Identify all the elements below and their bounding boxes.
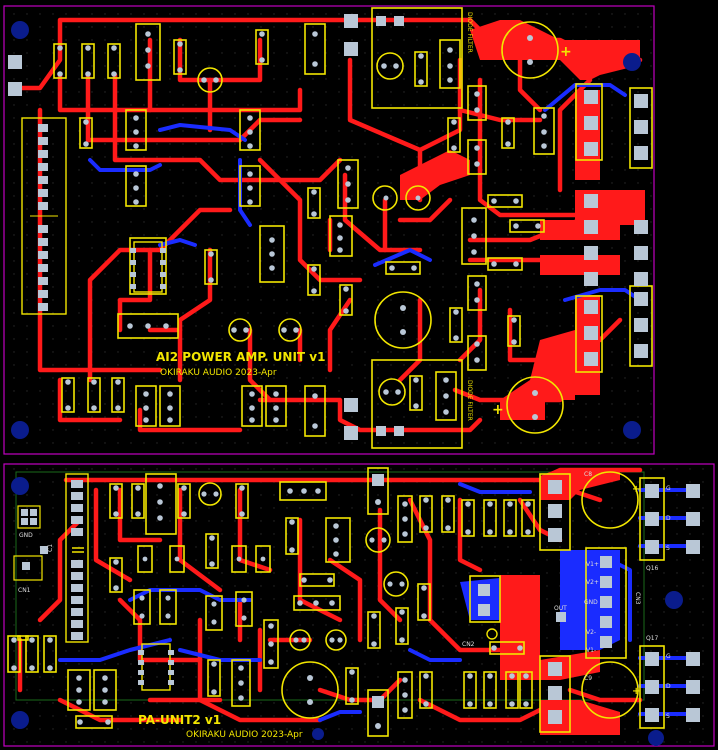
- bottom-label-gnd: GND: [19, 532, 33, 539]
- top-plus-label-1: +: [560, 44, 572, 60]
- bottom-label-s2: S: [666, 713, 670, 720]
- bottom-label-s1: S: [666, 545, 670, 552]
- bottom-label-d1: D: [666, 515, 671, 522]
- top-diode-filter-label-1: DIODE FILTER: [466, 12, 473, 53]
- top-capacitors: [197, 21, 564, 434]
- bottom-label-v2m: V2-: [586, 629, 596, 636]
- bottom-plus-label-a: +: [632, 484, 640, 495]
- bottom-resistors: [7, 467, 535, 737]
- bottom-label-v1p: V1+: [586, 561, 599, 568]
- top-edge-pads: [8, 14, 358, 440]
- top-component-pads: [57, 31, 547, 429]
- top-square-pads: [376, 16, 648, 436]
- bottom-label-cn2: CN2: [462, 641, 475, 648]
- top-board-title: AI2 POWER AMP. UNIT v1: [156, 350, 325, 364]
- bottom-capacitors: [198, 471, 639, 719]
- bottom-label-d2: D: [666, 683, 671, 690]
- bottom-label-c9: C9: [584, 675, 592, 682]
- bottom-label-out: OUT: [554, 605, 567, 612]
- bottom-connector-strip: [65, 473, 89, 643]
- top-transistors: [117, 7, 653, 449]
- bottom-gnd-block: [13, 505, 43, 581]
- bottom-mounting-holes: [11, 477, 683, 746]
- bottom-label-cn3: CN3: [634, 592, 641, 605]
- top-mounting-holes: [11, 21, 641, 439]
- bottom-label-v2p: V2+: [586, 579, 599, 586]
- bottom-label-q17: Q17: [646, 635, 659, 642]
- bottom-label-cn1: CN1: [18, 587, 31, 594]
- top-connector-strip: [21, 117, 67, 315]
- bottom-inner-outline: [15, 471, 645, 701]
- bottom-label-g1: G: [666, 485, 671, 492]
- top-diode-filter-label-2: DIODE FILTER: [466, 380, 473, 421]
- bottom-component-pads: [11, 477, 531, 729]
- bottom-dip-ic: [138, 643, 174, 691]
- bottom-board: PA-UNIT2 v1 OKIRAKU AUDIO 2023-Apr GND C…: [3, 463, 715, 747]
- bottom-plus-label-b: +: [632, 686, 640, 697]
- top-plus-label-2: +: [492, 402, 504, 418]
- bottom-square-pads: [40, 474, 700, 724]
- top-dip-ic: [130, 241, 166, 293]
- bottom-label-g2: G: [666, 653, 671, 660]
- top-board: AI2 POWER AMP. UNIT v1 OKIRAKU AUDIO 202…: [3, 5, 655, 455]
- bottom-label-gnd2: GND: [584, 599, 598, 606]
- bottom-label-c1: C1: [47, 544, 54, 552]
- bottom-board-subtitle: OKIRAKU AUDIO 2023-Apr: [186, 730, 303, 740]
- bottom-label-c8: C8: [584, 471, 592, 478]
- bottom-board-title: PA-UNIT2 v1: [138, 713, 221, 727]
- top-resistors: [53, 29, 545, 413]
- top-power-pours: [400, 20, 645, 420]
- top-bottom-layer-traces: [88, 83, 642, 302]
- top-board-subtitle: OKIRAKU AUDIO 2023-Apr: [160, 368, 277, 378]
- bottom-label-q16: Q16: [646, 565, 659, 572]
- bottom-label-v1m: V1-: [586, 647, 596, 654]
- bottom-transistors: [17, 473, 665, 733]
